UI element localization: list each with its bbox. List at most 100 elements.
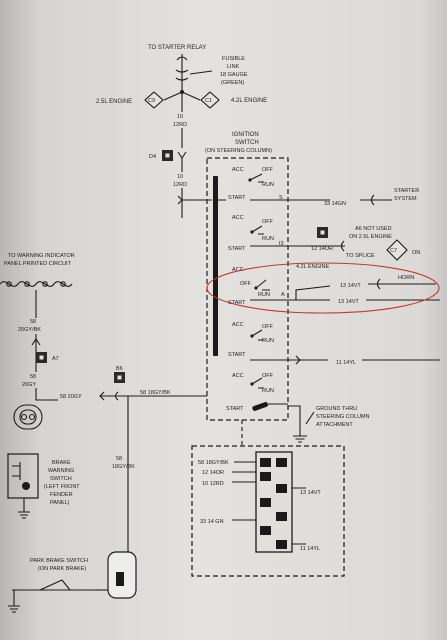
switch-section-3: ACC OFF RUN START A [228,267,330,306]
pc-dot [42,281,48,287]
cv-pin [276,540,287,549]
section3-contact [255,279,270,291]
warning-main-arrow [99,391,105,401]
cv-pin [276,458,287,467]
starter-dest-line-1: STARTER [394,188,419,194]
section5-start: START [226,406,244,412]
d4-pin [177,151,187,159]
switch-section-5: ACC OFF RUN START [226,373,288,412]
ground-line-3: ATTACHMENT [316,422,353,428]
section1-start: START [228,195,246,201]
section1-contact [249,173,264,183]
brake-switch-box [7,453,39,499]
ground-label: GROUND THRU STEERING COLUMN ATTACHMENT [316,406,370,428]
cv-label-33: 33 14 GN [200,519,224,525]
brake-label-line-1: BRAKE [52,460,71,466]
a6-note-line-1: A6 NOT USED [355,226,392,232]
horn-label: HORN [398,275,414,281]
section2-terminal: I3 [279,241,284,247]
c7-label: C7 [390,248,397,254]
cv-label-13: 13 14VT [300,490,321,496]
b6-connector-inner [117,375,122,380]
ground-line-1: GROUND THRU [316,406,357,412]
engine-42l-label: 4.2L ENGINE [231,98,267,104]
section1-pivot [248,178,252,182]
c7-diamond [386,239,408,261]
fusible-link-leader [189,70,213,75]
connector-view-right-labels: 13 14VT 11 14YL [300,490,321,552]
ignition-title-line-1: IGNITION [232,132,259,138]
section5-acc: ACC [232,373,244,379]
section3-off: OFF [240,281,252,287]
connector-housing [255,451,293,553]
park-brake-line-2: (ON PARK BRAKE) [38,566,86,572]
section2-pivot [250,230,254,234]
section5-pivot [250,382,254,386]
accessory-wire-label: 11 14YL [336,360,356,366]
section4-run: RUN [262,338,274,344]
section4-acc: ACC [232,322,244,328]
ground-line-2: STEERING COLUMN [316,414,370,420]
switch-section-4: ACC OFF RUN START [228,322,300,361]
ignition-title-line-3: (ON STEERING COLUMN) [205,148,272,154]
ground-leader [305,411,315,425]
bulb-socket [13,404,43,430]
section4-off: OFF [262,324,274,330]
accessory-circuit: 11 14YL [295,355,440,366]
warning-label-line-2: PANEL PRINTED CIRCUIT [4,261,72,267]
switch-section-2: ACC OFF RUN START I3 [228,215,345,252]
section2-contact [251,225,264,235]
ground-symbol [293,435,307,443]
c1-label: C1 [205,98,212,104]
section1-run: RUN [262,182,274,188]
connector-view-box [191,445,345,577]
section3-run: RUN [258,292,270,298]
section4-pivot [250,334,254,338]
park-brake-label: PARK BRAKE SWITCH (ON PARK BRAKE) [30,558,88,572]
bulb-pin-right [28,413,36,421]
section5-contact [251,377,264,389]
c9-connector: C9 [144,91,164,109]
warning-label-line-1: TO WARNING INDICATOR [8,253,75,259]
brake-switch-ground [18,498,30,519]
c9-diamond [144,91,164,109]
warning-wire-arrow [31,338,41,346]
bulb-socket-outline [13,404,43,430]
i3-circuit: 12 14OR TO SPLICE C7 ON [311,239,420,261]
section3-acc: ACC [232,267,244,273]
section2-run: RUN [262,236,274,242]
feed-wire-lower-size: 10 [177,174,183,180]
feed-arrow [177,195,183,205]
warning-wire-side: 58 20GY [60,394,82,400]
starter-relay-label: TO STARTER RELAY [148,45,206,51]
engine-25l-label: 2.5L ENGINE [96,99,132,105]
warning-wire-top-size: 58 [30,319,36,325]
horn-connector-arc [376,278,381,290]
park-brake-line-1: PARK BRAKE SWITCH [30,558,88,564]
d4-label: D4 [149,154,156,160]
section4-contact [251,329,264,341]
d4-connector-inner [165,153,170,158]
a6-note: A6 NOT USED ON 2.5L ENGINE [317,226,392,240]
brake-wire-code: 18GY/BK [112,464,135,470]
fusible-link-label: FUSIBLE LINK 18 GAUGE (GREEN) [220,56,248,86]
section1-off: OFF [262,167,274,173]
section5-off: OFF [262,373,274,379]
cv-label-58: 58 18GY/BK [198,460,229,466]
section2-off: OFF [262,219,274,225]
ground-wire [288,405,301,436]
a6-connector-inner [320,230,325,235]
c1-diamond [200,91,220,109]
engine-42-note: 4.2L ENGINE [296,264,329,270]
cv-pin [276,512,287,521]
feed-wire-size: 10 [177,114,183,120]
bulb-socket-inner [19,409,37,425]
brake-switch-piston [22,482,30,490]
warning-wire-bottom-code: 20GY [22,382,36,388]
warning-wire-bottom-size: 58 [30,374,36,380]
a7-connector-inner [39,355,44,360]
splice-dot [180,90,184,94]
warning-wire-to-switch [35,388,58,401]
i3-connector-arc [340,240,345,252]
cv-pin [260,472,271,481]
